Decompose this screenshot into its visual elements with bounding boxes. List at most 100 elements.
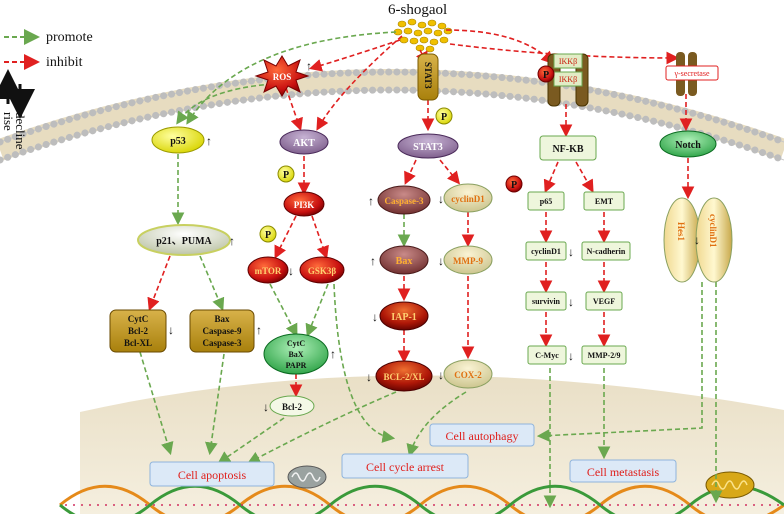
ncadherin-node: N-cadherin bbox=[581, 241, 631, 261]
dna-helix bbox=[59, 484, 784, 519]
outcome-cycle-arrest: Cell cycle arrest bbox=[341, 453, 469, 479]
gamma-secretase-receptor: γ-secretase bbox=[665, 52, 719, 96]
mitochondrion-gold-icon bbox=[705, 471, 755, 499]
outcome-apoptosis: Cell apoptosis bbox=[149, 461, 275, 487]
mmp9-node: MMP-9 ↓ bbox=[438, 245, 493, 275]
cbp-item-2: PAPR bbox=[286, 361, 307, 370]
svg-text:↑: ↑ bbox=[370, 254, 376, 268]
ros-node: ROS ↑ bbox=[254, 55, 312, 97]
svg-text:↓: ↓ bbox=[568, 349, 574, 363]
drug-molecule-cluster bbox=[393, 18, 453, 53]
cyclind1-nfkb-label: cyclinD1 bbox=[531, 247, 561, 256]
svg-text:↑: ↑ bbox=[229, 234, 235, 248]
drug-title: 6-shogaol bbox=[388, 2, 447, 18]
cell-membrane bbox=[0, 68, 784, 164]
outcome-metastasis-label: Cell metastasis bbox=[587, 465, 660, 479]
outcome-autophagy-label: Cell autophagy bbox=[446, 429, 519, 443]
legend-inhibit-label: inhibit bbox=[46, 55, 83, 70]
iap1-label: IAP-1 bbox=[391, 312, 417, 323]
mmp29-label: MMP-2/9 bbox=[588, 351, 621, 360]
phosphate-stat3-label: P bbox=[441, 112, 447, 123]
nfkb-node: NF-KB bbox=[539, 135, 597, 161]
phosphate-ikk-icon: P bbox=[537, 65, 555, 83]
pi3k-node: PI3K bbox=[283, 191, 325, 217]
svg-text:↓: ↓ bbox=[568, 245, 574, 259]
stat3-label: STAT3 bbox=[413, 142, 443, 153]
survivin-label: survivin bbox=[532, 297, 561, 306]
mmp9-label: MMP-9 bbox=[453, 256, 483, 266]
phosphate-akt-icon: P bbox=[277, 165, 295, 183]
svg-text:↑: ↑ bbox=[330, 347, 336, 361]
bcl2xl-node: BCL-2/XL ↓ bbox=[366, 360, 433, 392]
legend: promote inhibit rise decline bbox=[0, 29, 93, 150]
caspase3-label: Caspase-3 bbox=[384, 196, 424, 206]
bax-node: Bax ↑ bbox=[370, 245, 429, 275]
bax-group-item-2: Caspase-3 bbox=[202, 338, 242, 348]
p53-node: p53 ↑ bbox=[151, 126, 212, 154]
cyclind1-notch-node: cyclinD1 bbox=[695, 197, 733, 283]
stat3-receptor-label: STAT3 bbox=[423, 62, 433, 89]
cmyc-label: C-Myc bbox=[535, 351, 559, 360]
cytc-group-item-1: Bcl-2 bbox=[128, 326, 148, 336]
cyclind1-stat3-node: cyclinD1 ↓ bbox=[438, 183, 493, 213]
phosphate-ikk-label: P bbox=[543, 70, 549, 81]
outcome-autophagy: Cell autophagy bbox=[429, 423, 535, 447]
cytc-group-item-2: Bcl-XL bbox=[124, 338, 152, 348]
gamma-secretase-label: γ-secretase bbox=[673, 69, 710, 78]
phosphate-pi3k-icon: P bbox=[259, 225, 277, 243]
legend-decline-label: decline bbox=[13, 112, 28, 150]
p21-puma-label: p21、PUMA bbox=[156, 236, 212, 247]
outcome-cycle-arrest-label: Cell cycle arrest bbox=[366, 460, 445, 474]
notch-node: Notch bbox=[659, 130, 717, 158]
svg-text:↑: ↑ bbox=[256, 323, 262, 337]
ros-label: ROS bbox=[273, 72, 292, 82]
cbp-item-0: CytC bbox=[287, 339, 305, 348]
cytc-bax-papr-node: CytC BaX PAPR ↑ bbox=[263, 333, 336, 375]
svg-text:↑: ↑ bbox=[206, 134, 212, 148]
cyclind1-nfkb-node: cyclinD1 bbox=[525, 241, 567, 261]
cox2-label: COX-2 bbox=[454, 370, 482, 380]
caspase3-node: Caspase-3 ↑ bbox=[368, 185, 431, 215]
svg-text:↓: ↓ bbox=[438, 192, 444, 206]
pi3k-label: PI3K bbox=[294, 200, 315, 210]
cmyc-node: C-Myc bbox=[527, 345, 567, 365]
cyclind1-stat3-label: cyclinD1 bbox=[451, 194, 485, 204]
svg-text:↓: ↓ bbox=[263, 400, 269, 414]
svg-text:↓: ↓ bbox=[568, 295, 574, 309]
cytc-group-item-0: CytC bbox=[128, 314, 149, 324]
bax-group-item-0: Bax bbox=[214, 314, 230, 324]
notch-label: Notch bbox=[675, 140, 701, 151]
nfkb-label: NF-KB bbox=[552, 144, 583, 155]
mtor-label: mTOR bbox=[255, 266, 282, 276]
bcl2-label: Bcl-2 bbox=[282, 402, 302, 412]
gsk3b-label: GSK3β bbox=[308, 266, 337, 276]
svg-text:↓: ↓ bbox=[438, 368, 444, 382]
ikk-label-1: IKKβ bbox=[559, 57, 577, 66]
bax-group-item-1: Caspase-9 bbox=[202, 326, 242, 336]
emt-node: EMT bbox=[583, 191, 625, 211]
mtor-node: mTOR ↓ bbox=[247, 256, 294, 284]
svg-text:↑: ↑ bbox=[306, 59, 312, 73]
phosphate-p65-label: P bbox=[511, 180, 517, 191]
iap1-node: IAP-1 ↓ bbox=[372, 301, 429, 331]
stat3-node: STAT3 bbox=[397, 133, 459, 159]
svg-text:↓: ↓ bbox=[288, 264, 294, 278]
mmp29-node: MMP-2/9 bbox=[581, 345, 627, 365]
svg-text:↑: ↑ bbox=[368, 194, 374, 208]
vegf-label: VEGF bbox=[593, 297, 615, 306]
akt-label: AKT bbox=[293, 138, 315, 149]
phosphate-stat3-icon: P bbox=[435, 107, 453, 125]
cyclind1-notch-label: cyclinD1 bbox=[708, 214, 718, 248]
legend-promote-label: promote bbox=[46, 30, 93, 45]
phosphate-p65-icon: P bbox=[505, 175, 523, 193]
stat3-receptor: STAT3 bbox=[417, 53, 439, 101]
hes1-label: Hes1 bbox=[676, 222, 686, 241]
svg-text:↓: ↓ bbox=[366, 370, 372, 384]
svg-text:↓: ↓ bbox=[168, 323, 174, 337]
phosphate-akt-label: P bbox=[283, 170, 289, 181]
survivin-node: survivin bbox=[525, 291, 567, 311]
phosphate-pi3k-label: P bbox=[265, 230, 271, 241]
p21-puma-node: p21、PUMA ↑ bbox=[137, 224, 235, 256]
